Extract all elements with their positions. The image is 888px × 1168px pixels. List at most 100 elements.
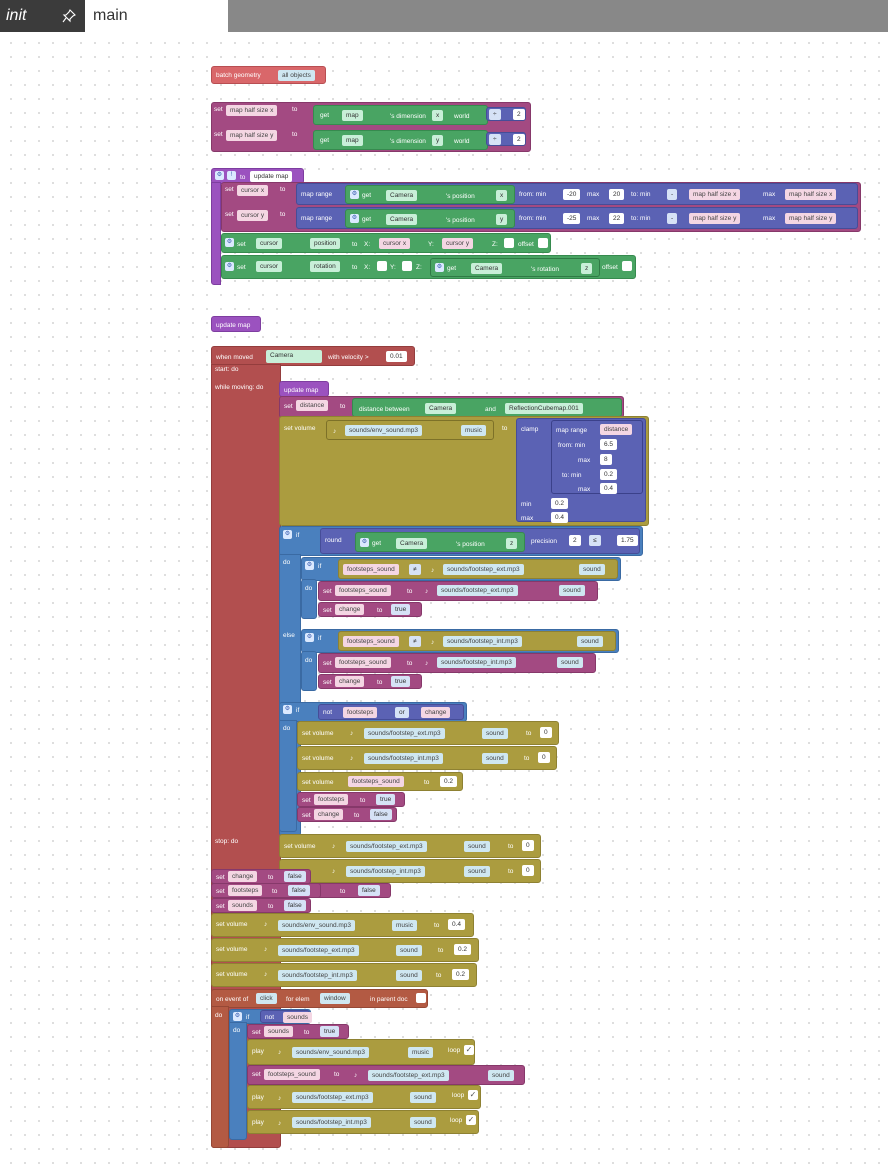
var-map-half-x[interactable]: map half size x	[226, 105, 278, 116]
set-footsteps-sound-int[interactable]: set footsteps_sound to ♪ sounds/footstep…	[318, 653, 596, 673]
set-volume-int-zero[interactable]: set volume ♪ sounds/footstep_int.mp3 sou…	[297, 746, 557, 770]
set-distance-block[interactable]: set distance to distance between Camera …	[279, 396, 624, 418]
sound-type[interactable]: sound	[396, 970, 422, 981]
axis-y[interactable]: y	[496, 214, 508, 225]
axis-z[interactable]: z	[506, 538, 518, 549]
position-dropdown[interactable]: position	[310, 238, 341, 249]
volume-value[interactable]: 0	[522, 840, 534, 851]
play-env-sound[interactable]: play ♪ sounds/env_sound.mp3 music loop ✓	[247, 1039, 475, 1065]
from-min-value[interactable]: -25	[563, 213, 581, 224]
sound-file-int[interactable]: sounds/footstep_int.mp3	[443, 636, 522, 647]
negate-operator[interactable]: -	[667, 189, 678, 200]
sound-file-int[interactable]: sounds/footstep_int.mp3	[292, 1117, 371, 1128]
gear-icon[interactable]: ⚙	[350, 190, 359, 199]
cursor-object[interactable]: cursor	[256, 261, 283, 272]
set-sounds-false[interactable]: set sounds to false	[211, 898, 311, 913]
set-footsteps-sound-ext-click[interactable]: set footsteps_sound to ♪ sounds/footstep…	[247, 1065, 525, 1085]
in-parent-checkbox[interactable]	[416, 993, 426, 1003]
sound-file-ext[interactable]: sounds/footstep_ext.mp3	[278, 945, 359, 956]
divide-block-y[interactable]: ÷ 2	[486, 132, 526, 146]
gear-icon[interactable]: ⚙	[350, 214, 359, 223]
volume-value[interactable]: 0.2	[452, 969, 470, 980]
call-update-map[interactable]: update map	[211, 316, 261, 332]
set-volume-env-block[interactable]: set volume ♪ sounds/env_sound.mp3 music …	[279, 416, 649, 526]
var-footsteps[interactable]: footsteps	[343, 707, 378, 718]
call-update-map[interactable]: update map	[279, 381, 329, 397]
value-false[interactable]: false	[288, 885, 310, 896]
var-cursor-x[interactable]: cursor x	[379, 238, 411, 249]
get-map-dimension-y[interactable]: get map 's dimension y world	[313, 130, 488, 150]
distance-between-block[interactable]: distance between Camera and ReflectionCu…	[352, 398, 622, 417]
from-min-value[interactable]: -20	[563, 189, 581, 200]
divide-operator[interactable]: ÷	[489, 134, 501, 145]
var-footsteps-sound[interactable]: footsteps_sound	[348, 776, 404, 787]
map-range-cursor-y[interactable]: map range ⚙ get Camera 's position y fro…	[296, 207, 858, 229]
var-cursor-x[interactable]: cursor x	[237, 185, 269, 196]
from-max-value[interactable]: 8	[600, 454, 612, 465]
var-change[interactable]: change	[314, 809, 344, 820]
value-false[interactable]: false	[284, 900, 306, 911]
map-object[interactable]: map	[342, 110, 363, 121]
negate-operator[interactable]: -	[667, 213, 678, 224]
sound-file-env[interactable]: sounds/env_sound.mp3	[292, 1047, 370, 1058]
event-type-click[interactable]: click	[256, 993, 277, 1004]
get-camera-rotation-z[interactable]: ⚙ get Camera 's rotation z	[430, 258, 600, 277]
camera-object[interactable]: Camera	[425, 403, 457, 414]
set-change-true[interactable]: set change to true	[318, 674, 422, 689]
clamp-min-value[interactable]: 0.2	[551, 498, 569, 509]
all-objects-dropdown[interactable]: all objects	[278, 70, 315, 81]
sound-file-ext[interactable]: sounds/footstep_ext.mp3	[364, 728, 445, 739]
if-footsteps-int[interactable]: ⚙ if footsteps_sound ≠ ♪ sounds/footstep…	[301, 629, 619, 653]
sound-env-block[interactable]: ♪ sounds/env_sound.mp3 music	[326, 420, 494, 440]
if-footsteps-ext[interactable]: ⚙ if footsteps_sound ≠ ♪ sounds/footstep…	[301, 557, 621, 581]
not-block[interactable]: not sounds	[260, 1010, 312, 1023]
velocity-value[interactable]: 0.01	[386, 351, 407, 362]
var-map-half-y[interactable]: map half size y	[785, 213, 837, 224]
volume-value[interactable]: 0.4	[448, 919, 466, 930]
get-camera-position-x[interactable]: ⚙ get Camera 's position x	[345, 185, 515, 204]
value-true[interactable]: true	[320, 1026, 340, 1037]
sound-type[interactable]: sound	[482, 728, 508, 739]
var-sounds[interactable]: sounds	[228, 900, 257, 911]
var-change[interactable]: change	[228, 871, 258, 882]
var-map-half-y[interactable]: map half size y	[689, 213, 741, 224]
volume-value[interactable]: 0.2	[454, 944, 472, 955]
compare-value[interactable]: 1.75	[617, 535, 638, 546]
var-footsteps-sound[interactable]: footsteps_sound	[264, 1069, 320, 1080]
axis-x[interactable]: x	[432, 110, 444, 121]
loop-checkbox[interactable]: ✓	[464, 1045, 474, 1055]
var-footsteps-sound[interactable]: footsteps_sound	[335, 657, 391, 668]
neq-operator[interactable]: ≠	[409, 636, 421, 647]
sound-file-ext[interactable]: sounds/footstep_ext.mp3	[292, 1092, 373, 1103]
camera-object[interactable]: Camera	[471, 263, 503, 274]
compare-operator[interactable]: ≤	[589, 535, 601, 546]
when-moved-header[interactable]: when moved Camera with velocity > 0.01	[211, 346, 415, 366]
var-map-half-y[interactable]: map half size y	[226, 130, 278, 141]
sound-type-music[interactable]: music	[461, 425, 486, 436]
var-cursor-y[interactable]: cursor y	[237, 210, 269, 221]
stop-set-volume-ext[interactable]: set volume ♪ sounds/footstep_ext.mp3 sou…	[279, 834, 541, 858]
var-footsteps-sound[interactable]: footsteps_sound	[343, 564, 399, 575]
set-change-true[interactable]: set change to true	[318, 602, 422, 617]
from-max-value[interactable]: 20	[609, 189, 625, 200]
sound-file-int[interactable]: sounds/footstep_int.mp3	[437, 657, 516, 668]
on-event-click-header[interactable]: on event of click for elem window in par…	[211, 989, 428, 1008]
compare-block[interactable]: round ⚙ get Camera 's position z precisi…	[320, 528, 640, 554]
var-sounds[interactable]: sounds	[264, 1026, 293, 1037]
divide-operator[interactable]: ÷	[489, 109, 501, 120]
gear-icon[interactable]: ⚙	[215, 171, 224, 180]
value-false[interactable]: false	[358, 885, 380, 896]
axis-x[interactable]: x	[496, 190, 508, 201]
from-min-value[interactable]: 6.5	[600, 439, 618, 450]
gear-icon[interactable]: ⚙	[305, 633, 314, 642]
cursor-object[interactable]: cursor	[256, 238, 283, 249]
sound-file-ext[interactable]: sounds/footstep_ext.mp3	[443, 564, 524, 575]
var-change[interactable]: change	[421, 707, 451, 718]
clamp-max-value[interactable]: 0.4	[551, 512, 569, 523]
var-map-half-x[interactable]: map half size x	[785, 189, 837, 200]
volume-value[interactable]: 0	[538, 752, 550, 763]
var-change[interactable]: change	[335, 676, 365, 687]
sound-type[interactable]: sound	[577, 636, 603, 647]
gear-icon[interactable]: ⚙	[360, 538, 369, 547]
var-map-half-x[interactable]: map half size x	[689, 189, 741, 200]
